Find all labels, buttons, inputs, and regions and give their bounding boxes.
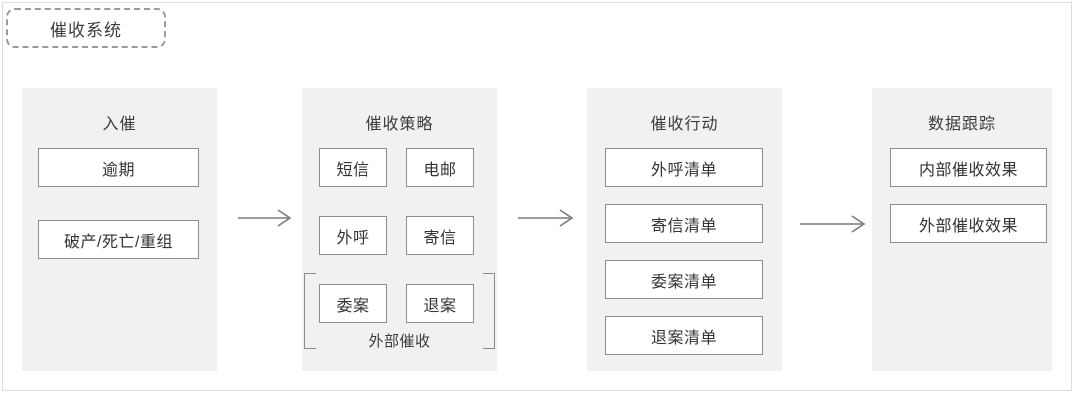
node-strategy-mail-letter[interactable]: 寄信 <box>406 216 474 255</box>
arrow-right-icon <box>800 215 866 233</box>
node-intake-bankruptcy-death-restructure[interactable]: 破产/死亡/重组 <box>38 220 199 259</box>
arrow-right-icon <box>238 209 292 227</box>
node-strategy-outbound-call[interactable]: 外呼 <box>319 216 387 255</box>
diagram-title-tag: 催收系统 <box>6 8 166 48</box>
column-intake: 入催 逾期 破产/死亡/重组 <box>22 88 217 371</box>
arrow-intake-to-strategy <box>238 209 292 227</box>
node-action-outsource-case-list[interactable]: 委案清单 <box>605 260 763 299</box>
node-tracking-internal-effect[interactable]: 内部催收效果 <box>890 148 1047 187</box>
node-strategy-email[interactable]: 电邮 <box>406 148 474 187</box>
node-action-outbound-call-list[interactable]: 外呼清单 <box>605 148 763 187</box>
arrow-action-to-tracking <box>800 215 866 233</box>
column-strategy-title: 催收策略 <box>365 116 434 133</box>
column-action: 催收行动 外呼清单 寄信清单 委案清单 退案清单 <box>587 88 782 371</box>
column-tracking: 数据跟踪 内部催收效果 外部催收效果 <box>872 88 1052 371</box>
external-collection-label: 外部催收 <box>368 333 431 350</box>
column-strategy: 催收策略 短信 电邮 外呼 寄信 委案 退案 外部催收 <box>302 88 497 371</box>
node-tracking-external-effect[interactable]: 外部催收效果 <box>890 204 1047 243</box>
arrow-strategy-to-action <box>518 209 574 227</box>
node-strategy-sms[interactable]: 短信 <box>319 148 387 187</box>
bracket-left-icon <box>304 273 316 349</box>
node-strategy-outsource-case[interactable]: 委案 <box>319 284 387 323</box>
column-tracking-title: 数据跟踪 <box>927 116 996 133</box>
node-intake-overdue[interactable]: 逾期 <box>38 148 199 187</box>
node-strategy-return-case[interactable]: 退案 <box>406 284 474 323</box>
column-intake-title: 入催 <box>102 116 137 133</box>
node-action-mail-letter-list[interactable]: 寄信清单 <box>605 204 763 243</box>
arrow-right-icon <box>518 209 574 227</box>
bracket-right-icon <box>483 273 495 349</box>
node-action-return-case-list[interactable]: 退案清单 <box>605 316 763 355</box>
column-action-title: 催收行动 <box>650 116 719 133</box>
